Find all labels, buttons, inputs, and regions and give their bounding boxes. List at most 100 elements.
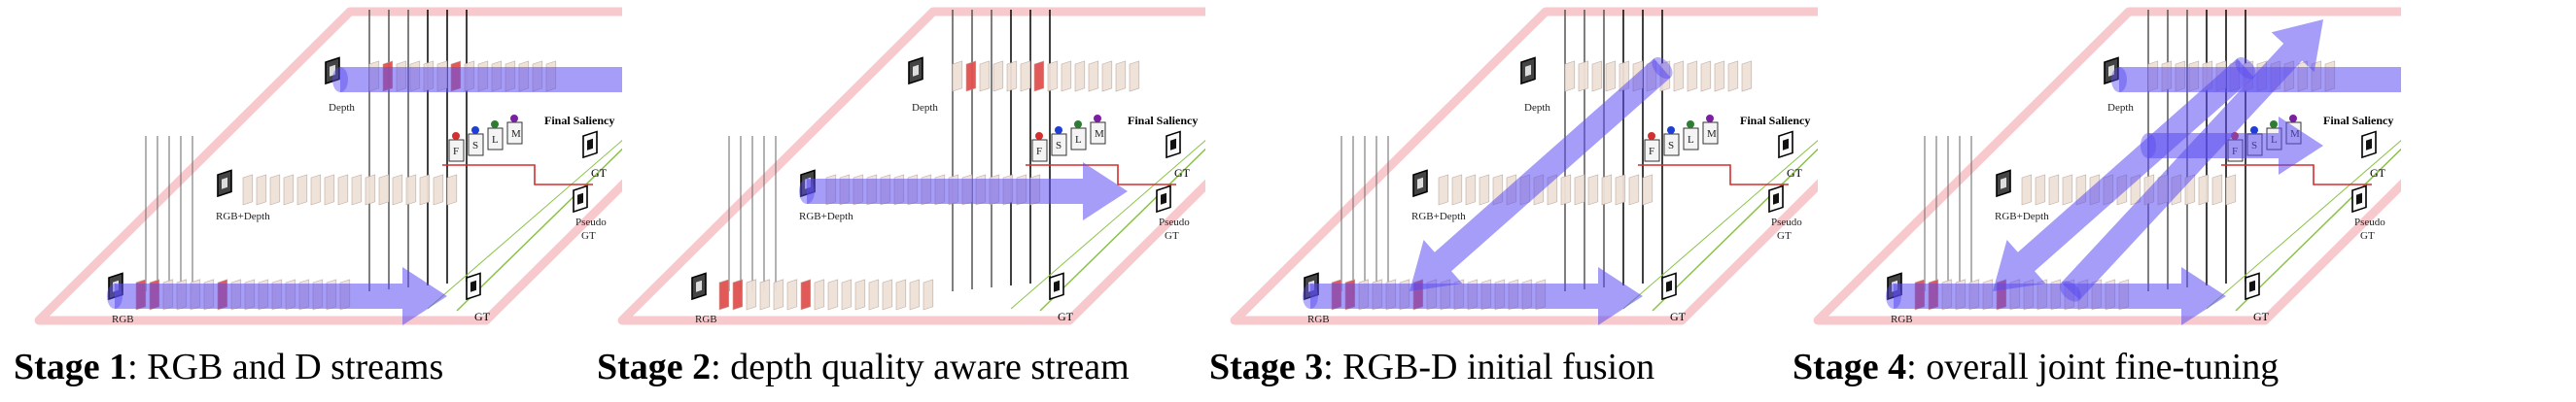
feature-block	[1061, 60, 1072, 92]
feature-block	[773, 279, 784, 311]
arrow-rgb	[1886, 267, 2226, 325]
feature-block	[296, 174, 308, 206]
fusion-dot	[1667, 126, 1675, 134]
fusion-letter: M	[1707, 128, 1717, 140]
feature-block	[882, 279, 893, 311]
final-saliency-label: Final Saliency	[1740, 114, 1810, 127]
thumb-inner	[1170, 138, 1176, 151]
thumb-inner	[1054, 280, 1060, 292]
feature-block	[992, 60, 1004, 92]
thumb-inner	[1161, 192, 1166, 205]
feature-block	[2225, 174, 2237, 206]
pseudo-gt-thumb	[573, 184, 588, 214]
feature-block	[337, 174, 349, 206]
rgb-label: RGB	[1307, 314, 1330, 325]
depth-label: Depth	[1524, 102, 1550, 114]
fusion-cell	[1051, 133, 1067, 156]
rgb-gt-thumb	[1661, 272, 1677, 301]
feature-block	[1574, 174, 1585, 206]
training-arrows	[107, 67, 622, 325]
fusion-cell	[1683, 127, 1699, 151]
feature-block	[324, 174, 335, 206]
fusion-letter: F	[1649, 146, 1654, 157]
plane-outline	[617, 7, 1205, 325]
depth-input-thumb	[325, 56, 340, 85]
rgb-gt-label: GT	[1058, 310, 1074, 323]
feature-block	[732, 279, 744, 311]
fusion-cell	[1070, 127, 1087, 151]
plane-outline	[1813, 7, 2401, 325]
thumb-inner	[1783, 138, 1789, 151]
fusion-letter: M	[511, 128, 521, 140]
feature-block	[256, 174, 267, 206]
feature-block	[1115, 60, 1127, 92]
fusion-dot	[452, 132, 460, 140]
thumb-inner	[2001, 177, 2006, 189]
fusion-cell	[506, 121, 523, 145]
feature-block	[446, 174, 458, 206]
arrow-tail	[2141, 133, 2156, 158]
fusion-cell	[1644, 139, 1660, 162]
fusion-dot	[1094, 115, 1101, 122]
stage-title: Stage 1	[14, 347, 128, 387]
thumb-inner	[222, 177, 227, 189]
arrow-tail	[2060, 281, 2081, 302]
fusion-cell	[1090, 121, 1106, 145]
feature-block	[800, 279, 812, 311]
thumb-inner	[2108, 64, 2114, 77]
green-guide-line	[1622, 140, 1818, 310]
feature-block	[952, 60, 963, 92]
depth-label: Depth	[329, 102, 355, 114]
arrow-tail	[1652, 56, 1673, 80]
final-gt-label: GT	[1174, 166, 1191, 180]
depth-label: Depth	[2107, 102, 2134, 114]
pseudo-gt-label-1: Pseudo	[2354, 217, 2385, 228]
fusion-dot	[1035, 132, 1043, 140]
rgb-input-thumb	[691, 272, 707, 301]
fusion-letter: S	[472, 140, 478, 151]
rgb-label: RGB	[112, 314, 134, 325]
red-fusion-line	[442, 164, 593, 185]
feature-block	[1020, 60, 1031, 92]
training-arrows	[1303, 56, 1673, 325]
feature-block	[310, 174, 322, 206]
fusion-dot	[2250, 126, 2258, 134]
fusion-cell	[487, 127, 504, 151]
feature-block	[1587, 174, 1599, 206]
training-arrows	[799, 162, 1128, 220]
feature-block	[1033, 60, 1045, 92]
arrow-fusion	[2141, 117, 2323, 175]
rgb-gt-thumb	[2245, 272, 2260, 301]
arrow-depth-to-rgb	[1410, 56, 1673, 291]
arrow-body	[1310, 267, 1643, 325]
feature-block	[1564, 60, 1576, 92]
arrow-tail	[1303, 284, 1318, 309]
feature-block	[746, 279, 757, 311]
feature-block	[979, 60, 991, 92]
fusion-cell	[468, 133, 484, 156]
feature-block	[433, 174, 444, 206]
red-fusion-line	[1026, 164, 1176, 185]
feature-block	[922, 279, 934, 311]
arrow-depth	[332, 67, 622, 92]
depth-input-thumb	[908, 56, 923, 85]
feature-block	[2035, 174, 2046, 206]
stage-4-caption: Stage 4: overall joint fine-tuning	[1793, 346, 2279, 388]
arrow-tail	[107, 284, 122, 309]
feature-block	[759, 279, 771, 311]
feature-block	[1687, 60, 1698, 92]
pseudo-gt-label-2: GT	[1777, 230, 1792, 242]
thumb-inner	[2366, 138, 2372, 151]
feature-block	[378, 174, 390, 206]
rgbd-input-thumb	[1996, 169, 2011, 198]
stage-title: Stage 3	[1209, 347, 1324, 387]
feature-block	[1006, 60, 1018, 92]
feature-block	[1101, 60, 1113, 92]
feature-block	[895, 279, 907, 311]
arrow-body	[1410, 58, 1671, 291]
fusion-dot	[1055, 126, 1062, 134]
